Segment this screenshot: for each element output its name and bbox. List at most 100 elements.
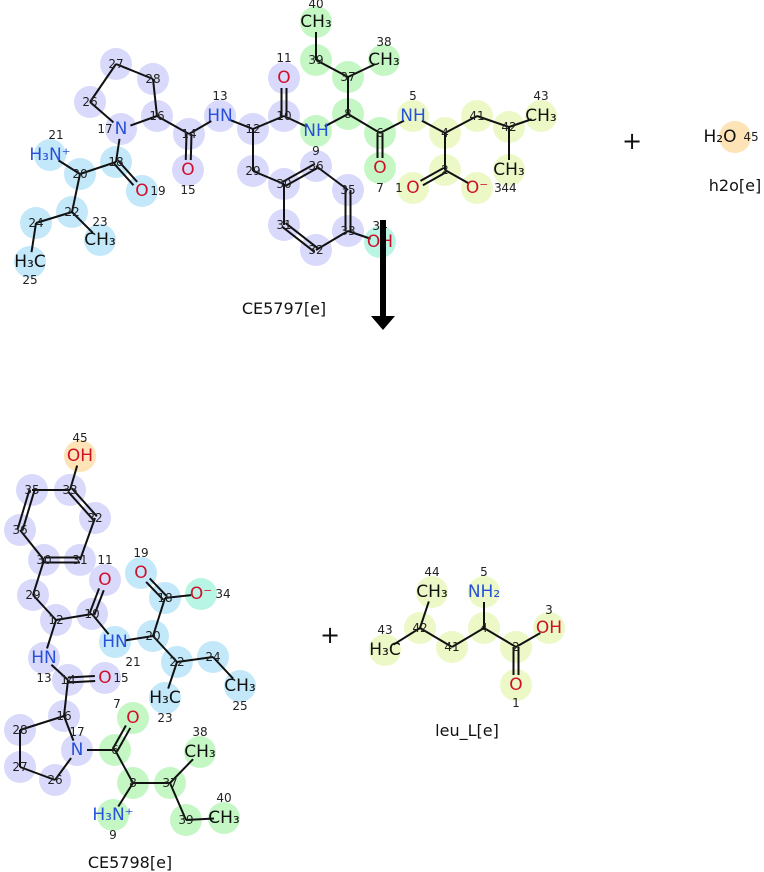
atom-number: 26 [82,95,97,109]
atom-number: 3 [545,603,553,617]
atom-highlight [300,115,332,147]
atom-highlight [300,6,332,38]
atom-number: 31 [276,218,291,232]
double-bond-line [284,167,318,188]
atom-number: 30 [36,553,51,567]
atom-highlight [364,152,396,184]
atom-number: 16 [56,709,71,723]
single-bond [79,517,96,561]
atom-label: O [98,668,111,688]
atom-number: 7 [113,697,121,711]
atom-number: 3 [494,181,502,195]
atom-label: CH₃ [416,582,447,602]
single-bond [63,679,69,717]
atom-number: 30 [276,177,291,191]
atom-label: O [373,158,386,178]
single-bond [35,211,73,224]
single-bond [508,118,532,128]
atom-number: 39 [178,813,193,827]
single-bond [444,169,469,184]
double-bond-line [284,222,319,249]
single-bond [152,78,158,117]
atom-number: 32 [308,243,323,257]
single-bond [515,632,541,648]
atom-number: 28 [145,72,160,86]
atom-label: CH₃ [525,106,556,126]
atom-number: 35 [340,183,355,197]
single-bond [169,782,187,821]
single-bond [315,59,349,78]
atom-number: 41 [444,640,459,654]
atom-label: H₃C [149,688,180,708]
single-bond [476,115,510,128]
atom-number: 45 [72,431,87,445]
atom-number: 37 [162,776,177,790]
atom-number: 21 [125,655,140,669]
double-bond-line [67,675,95,679]
atom-highlight [125,557,157,589]
single-bond [89,101,115,124]
double-bond-line [116,727,132,752]
atom-highlight [461,172,493,204]
double-bond-line [16,488,31,530]
single-bond [188,120,212,135]
single-bond [315,165,349,191]
double-bond-line [189,134,193,161]
atom-number: 40 [216,791,231,805]
atom-number: 24 [205,650,220,664]
atom-label: N [115,119,128,139]
atom-label: OH [536,618,562,638]
atom-number: 10 [84,607,99,621]
bonds [16,465,234,821]
double-bond-line [422,171,447,187]
atom-highlight [500,669,532,701]
atom-number: 2 [512,640,520,654]
single-bond [54,757,72,781]
atom-label: H₃C [14,252,45,272]
single-bond [19,529,45,561]
atom-label: CH₃ [224,676,255,696]
single-bond [19,715,65,731]
atom-highlight [719,121,751,153]
single-bond [115,63,154,80]
atom-number: 5 [409,89,417,103]
double-bond-line [419,166,445,182]
atom-highlight [61,734,93,766]
atom-number: 28 [12,723,27,737]
atom-number: 25 [232,699,247,713]
single-bond [57,159,81,175]
atom-highlight [208,802,240,834]
single-bond [228,118,254,130]
atom-number: 43 [377,623,392,637]
double-bond-line [93,589,105,616]
double-bond-line [145,581,164,601]
atom-number: 9 [312,144,320,158]
single-bond [392,627,421,646]
atom-label: H₂O [704,127,737,147]
double-bond-line [281,226,316,253]
double-bond-line [184,133,188,160]
atom-highlight [34,139,66,171]
single-bond [167,661,178,689]
molecule-name: h2o[e] [709,176,761,195]
atom-number: 17 [97,122,112,136]
atom-number: 13 [212,89,227,103]
atom-highlight [369,634,401,666]
atom-label: CH₃ [184,742,215,762]
single-bond [46,619,57,649]
atom-highlight [525,100,557,132]
bonds [30,32,532,253]
single-bond [315,230,349,251]
double-bond-line [21,490,36,532]
single-bond [347,113,381,134]
atom-number: 1 [512,696,520,710]
single-bond [164,594,192,599]
single-bond [283,115,308,128]
double-bond-line [113,163,135,186]
single-bond [169,758,194,784]
atom-highlight [99,626,131,658]
atom-label: O [509,675,522,695]
atom-highlight [533,612,565,644]
